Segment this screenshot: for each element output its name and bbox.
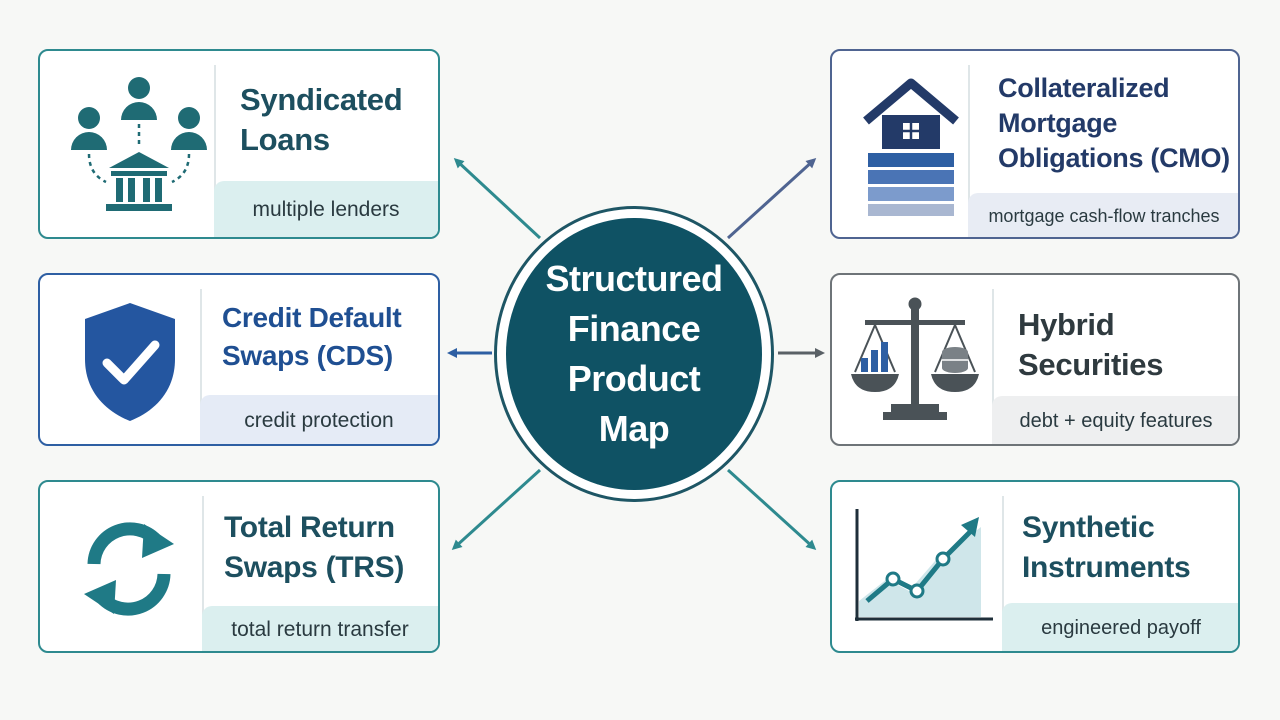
arrow-to-synthetic [726, 468, 817, 551]
synthetic-title: Synthetic Instruments [1022, 511, 1191, 584]
house-tranches-icon [846, 63, 976, 228]
shield-check-icon [60, 287, 200, 437]
syndicated-loans-tag: multiple lenders [214, 181, 438, 237]
card-hybrid-securities: Hybrid Securities debt + equity features [830, 273, 1240, 446]
hub-circle: Structured Finance Product Map [494, 206, 774, 502]
arrow-to-trs [451, 468, 542, 551]
trs-tag: total return transfer [202, 606, 438, 651]
arrow-to-cmo [726, 157, 817, 240]
card-syndicated-loans: Syndicated Loans multiple lenders [38, 49, 440, 239]
cds-tag: credit protection [200, 395, 438, 444]
synthetic-tag: engineered payoff [1002, 603, 1238, 651]
arrow-to-syndicated-loans [453, 157, 542, 240]
hub-title: Structured Finance Product Map [545, 258, 723, 449]
card-credit-default-swaps: Credit Default Swaps (CDS) credit protec… [38, 273, 440, 446]
line-chart-icon [842, 494, 997, 644]
hybrid-tag: debt + equity features [992, 396, 1238, 444]
trs-title: Total Return Swaps (TRS) [224, 511, 405, 584]
syndicated-loans-title: Syndicated Loans [240, 82, 403, 157]
circular-arrows-icon [54, 496, 204, 641]
card-synthetic-instruments: Synthetic Instruments engineered payoff [830, 480, 1240, 653]
cds-title: Credit Default Swaps (CDS) [222, 302, 402, 371]
balance-scale-icon [840, 287, 990, 437]
card-cmo: Collateralized Mortgage Obligations (CMO… [830, 49, 1240, 239]
cmo-title: Collateralized Mortgage Obligations (CMO… [998, 73, 1230, 173]
bank-with-lenders-icon [54, 65, 224, 225]
card-total-return-swaps: Total Return Swaps (TRS) total return tr… [38, 480, 440, 653]
hybrid-title: Hybrid Securities [1018, 307, 1164, 382]
cmo-tag: mortgage cash-flow tranches [968, 193, 1238, 237]
